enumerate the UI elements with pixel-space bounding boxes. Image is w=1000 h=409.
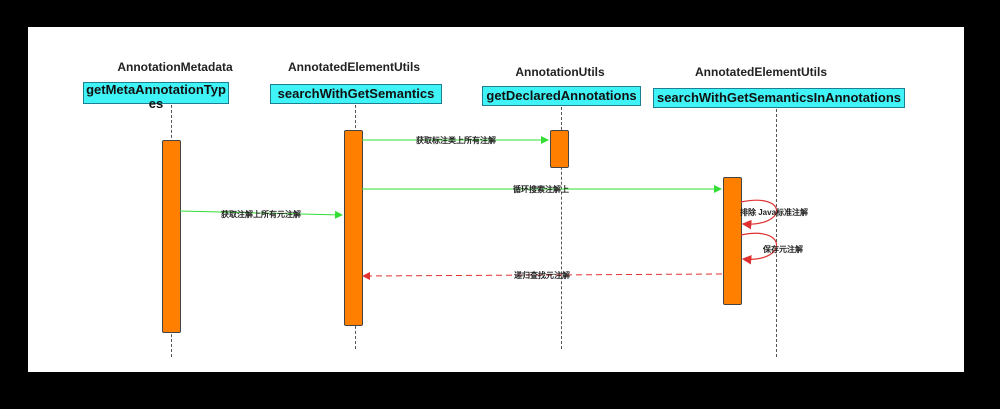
participant-title: AnnotatedElementUtils bbox=[694, 65, 828, 79]
message-label: 递归查找元注解 bbox=[514, 271, 570, 280]
message-label: 排除 Java标准注解 bbox=[740, 208, 809, 217]
activation-bar bbox=[723, 177, 742, 305]
participant-title: AnnotatedElementUtils bbox=[287, 60, 421, 74]
message-label: 保存元注解 bbox=[763, 245, 803, 254]
participant-title: AnnotationMetadata bbox=[117, 60, 233, 74]
lifeline bbox=[776, 109, 777, 357]
participant-title: AnnotationUtils bbox=[515, 65, 605, 79]
message-arrows bbox=[179, 136, 778, 280]
method-box: searchWithGetSemantics bbox=[270, 84, 442, 104]
sequence-diagram: AnnotationMetadata AnnotatedElementUtils… bbox=[28, 27, 964, 372]
lifeline bbox=[561, 107, 562, 349]
message-arrow bbox=[179, 210, 343, 219]
self-arrow bbox=[740, 232, 778, 265]
method-box: searchWithGetSemanticsInAnnotations bbox=[653, 88, 905, 108]
method-box: getMetaAnnotationTypes bbox=[83, 82, 229, 111]
activation-bar bbox=[344, 130, 363, 326]
message-label: 获取标注类上所有注解 bbox=[416, 136, 496, 145]
activation-bar bbox=[550, 130, 569, 168]
message-label: 获取注解上所有元注解 bbox=[221, 210, 301, 219]
message-label: 循环搜索注解上 bbox=[513, 185, 569, 194]
activation-bar bbox=[162, 140, 181, 333]
self-arrow bbox=[740, 199, 778, 230]
method-box: getDeclaredAnnotations bbox=[482, 86, 641, 106]
